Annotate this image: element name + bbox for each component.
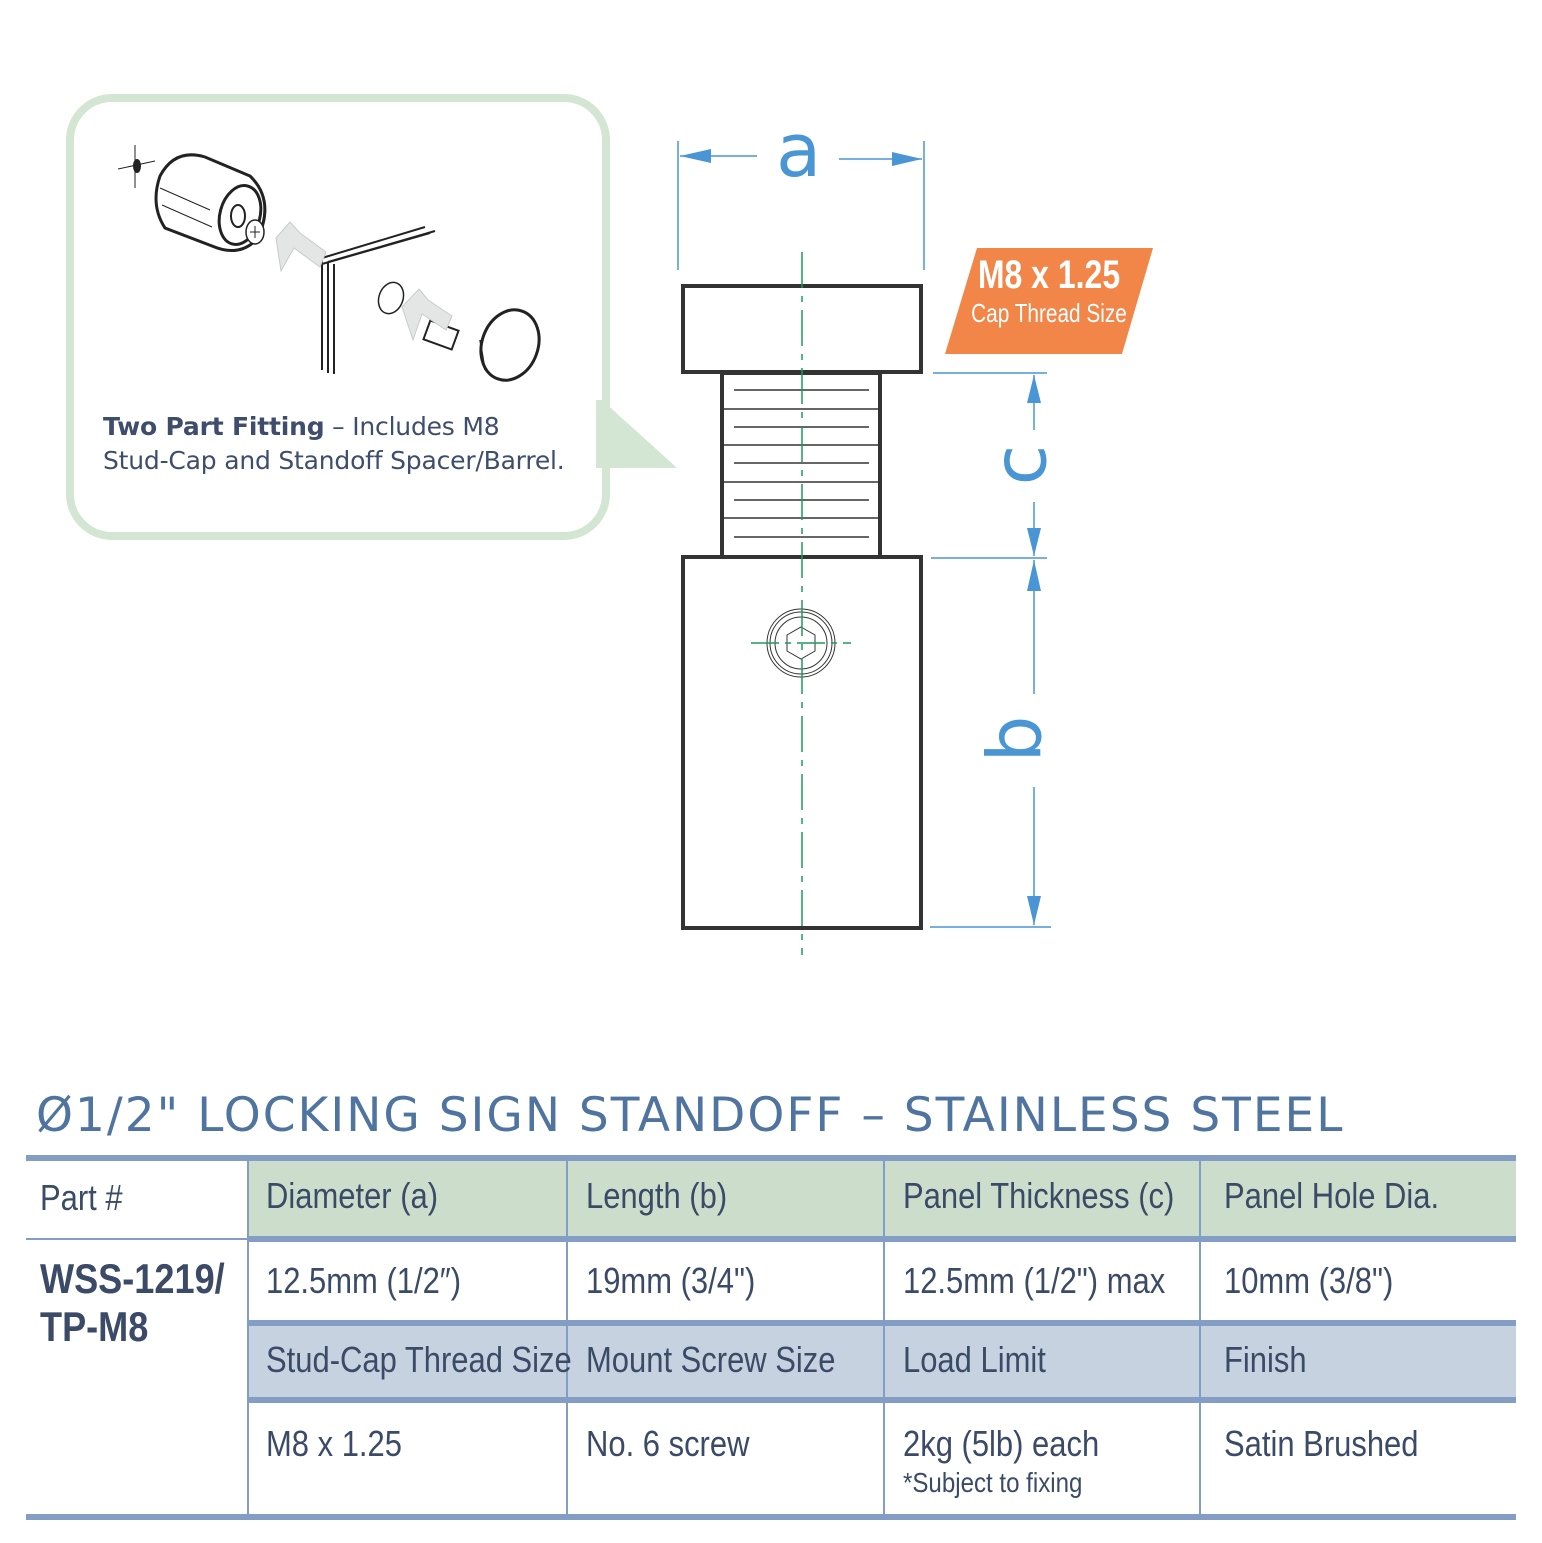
dimension-label-c: c bbox=[977, 444, 1064, 486]
dimension-label-a: a bbox=[776, 108, 822, 194]
value-stud-cap-thread: M8 x 1.25 bbox=[266, 1423, 402, 1464]
header-panel-thickness: Panel Thickness (c) bbox=[903, 1175, 1175, 1216]
table-top-rule bbox=[26, 1155, 1516, 1161]
thread-size-badge: M8 x 1.25 Cap Thread Size bbox=[945, 252, 1153, 328]
col-divider-4 bbox=[1199, 1161, 1201, 1514]
part-header: Part # bbox=[40, 1177, 123, 1218]
header-row-2-bg bbox=[248, 1326, 1516, 1397]
header-row-1-bg bbox=[248, 1161, 1516, 1240]
assembly-illustration bbox=[117, 145, 541, 382]
header-panel-hole: Panel Hole Dia. bbox=[1224, 1175, 1440, 1216]
header-load-limit: Load Limit bbox=[903, 1339, 1046, 1380]
dimension-a bbox=[677, 141, 925, 270]
value-diameter: 12.5mm (1/2″) bbox=[266, 1260, 462, 1301]
data-row-1-rule bbox=[248, 1320, 1516, 1326]
callout-title: Two Part Fitting bbox=[103, 412, 325, 441]
value-panel-thickness: 12.5mm (1/2") max bbox=[903, 1260, 1166, 1301]
thread-badge-shape bbox=[945, 248, 1153, 354]
value-load-limit: 2kg (5lb) each bbox=[903, 1423, 1100, 1464]
assembly-arrows bbox=[275, 221, 453, 342]
part-number: WSS-1219/ TP-M8 bbox=[40, 1255, 225, 1351]
value-panel-hole: 10mm (3/8") bbox=[1224, 1260, 1394, 1301]
header-mount-screw: Mount Screw Size bbox=[586, 1339, 836, 1380]
value-mount-screw: No. 6 screw bbox=[586, 1423, 750, 1464]
header-row-1-rule bbox=[248, 1236, 1516, 1242]
header-diameter: Diameter (a) bbox=[266, 1175, 439, 1216]
col-divider-3 bbox=[883, 1161, 885, 1514]
load-limit-note: *Subject to fixing bbox=[903, 1467, 1083, 1498]
thread-size-value: M8 x 1.25 bbox=[977, 253, 1121, 297]
value-length: 19mm (3/4") bbox=[586, 1260, 756, 1301]
thread-size-label: Cap Thread Size bbox=[971, 298, 1127, 328]
col-divider-1 bbox=[247, 1161, 249, 1514]
header-stud-cap-thread: Stud-Cap Thread Size bbox=[266, 1339, 572, 1380]
value-finish: Satin Brushed bbox=[1224, 1423, 1419, 1464]
callout-line1: – Includes M8 bbox=[324, 412, 500, 441]
col-divider-2 bbox=[566, 1161, 568, 1514]
dimension-c-b bbox=[930, 372, 1051, 928]
part-number-line2: TP-M8 bbox=[40, 1303, 149, 1350]
dimension-label-b: b bbox=[972, 715, 1059, 763]
technical-drawing bbox=[66, 94, 1153, 955]
header-length: Length (b) bbox=[586, 1175, 728, 1216]
header-finish: Finish bbox=[1224, 1339, 1307, 1380]
product-title: Ø1/2" LOCKING SIGN STANDOFF – STAINLESS … bbox=[36, 1088, 1345, 1143]
header-row-2-rule bbox=[248, 1397, 1516, 1403]
part-header-rule bbox=[26, 1238, 248, 1240]
part-number-line1: WSS-1219/ bbox=[40, 1255, 225, 1302]
callout-text: Two Part Fitting – Includes M8 Stud-Cap … bbox=[103, 410, 583, 478]
callout-line2: Stud-Cap and Standoff Spacer/Barrel. bbox=[103, 446, 565, 475]
table-bottom-rule bbox=[26, 1514, 1516, 1520]
